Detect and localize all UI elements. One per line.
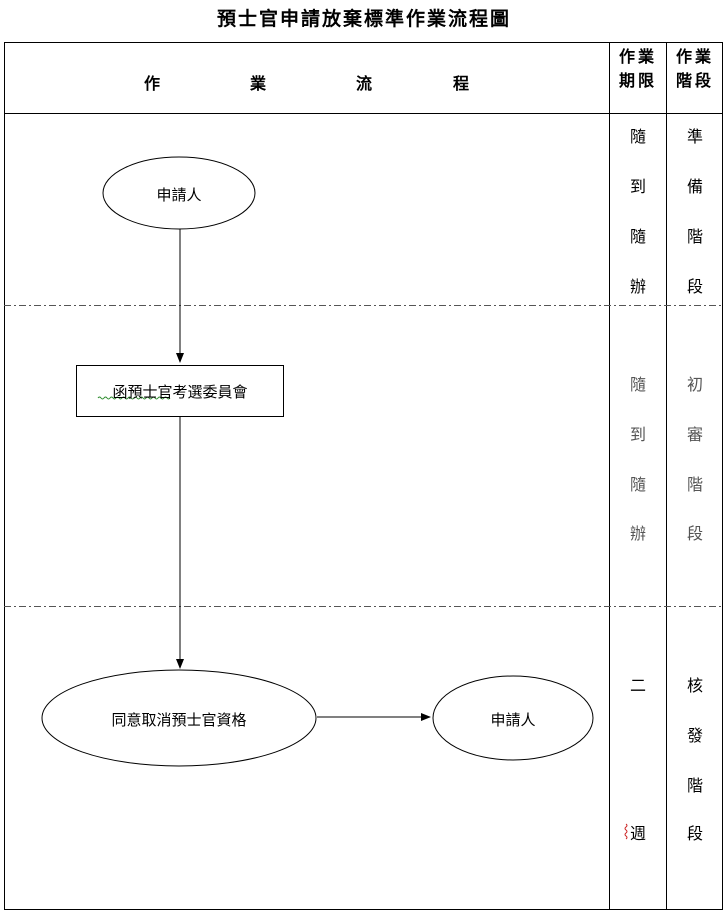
page-title: 預士官申請放棄標準作業流程圖 <box>216 8 511 30</box>
header-period-line-2: 期限 <box>618 71 657 90</box>
row2-period-char-4: 辦 <box>629 524 646 543</box>
header-stage: 作業 階段 <box>667 45 723 93</box>
header-period: 作業 期限 <box>610 45 666 93</box>
row1-stage-char-1: 準 <box>686 127 703 146</box>
spellcheck-underline <box>97 396 171 400</box>
row2-stage-char-3: 階 <box>686 475 703 494</box>
node-committee-label: 函預士官考選委員會 <box>112 383 248 401</box>
row3-stage-char-1: 核 <box>686 676 703 695</box>
table-frame <box>4 42 723 910</box>
row1-period-char-1: 隨 <box>629 127 646 146</box>
header-flow-char-4: 程 <box>453 74 470 93</box>
node-agree-cancel <box>41 669 317 767</box>
header-flow-char-1: 作 <box>144 74 161 93</box>
header-stage-line-2: 階段 <box>675 71 714 90</box>
row3-stage-char-3: 階 <box>686 776 703 795</box>
row3-period-char-2: 週 <box>629 824 646 843</box>
row1-period-char-3: 隨 <box>629 227 646 246</box>
row2-stage-char-2: 審 <box>686 425 703 444</box>
header-stage-line-1: 作業 <box>675 47 714 66</box>
row1-stage-char-4: 段 <box>686 277 703 296</box>
header-flow-char-3: 流 <box>356 74 373 93</box>
row2-period-char-2: 到 <box>629 425 646 444</box>
row1-stage-char-3: 階 <box>686 227 703 246</box>
row2-stage-char-1: 初 <box>686 375 703 394</box>
row3-stage-char-2: 發 <box>686 726 703 745</box>
node-applicant-start-label: 申請人 <box>156 186 202 204</box>
node-agree-cancel-label: 同意取消預士官資格 <box>111 711 247 729</box>
node-applicant-start <box>102 156 256 230</box>
node-committee <box>76 365 284 417</box>
row1-stage-char-2: 備 <box>686 177 703 196</box>
header-flow-char-2: 業 <box>250 74 267 93</box>
spellcheck-mark <box>624 823 628 840</box>
row2-stage-char-4: 段 <box>686 524 703 543</box>
row3-period-char-1: 二 <box>629 676 646 695</box>
row3-stage-char-4: 段 <box>686 824 703 843</box>
node-applicant-end <box>432 675 594 761</box>
row1-period-char-2: 到 <box>629 177 646 196</box>
row2-period-char-1: 隨 <box>629 375 646 394</box>
row2-period-char-3: 隨 <box>629 475 646 494</box>
node-applicant-end-label: 申請人 <box>490 711 536 729</box>
row1-period-char-4: 辦 <box>629 277 646 296</box>
header-period-line-1: 作業 <box>618 47 657 66</box>
